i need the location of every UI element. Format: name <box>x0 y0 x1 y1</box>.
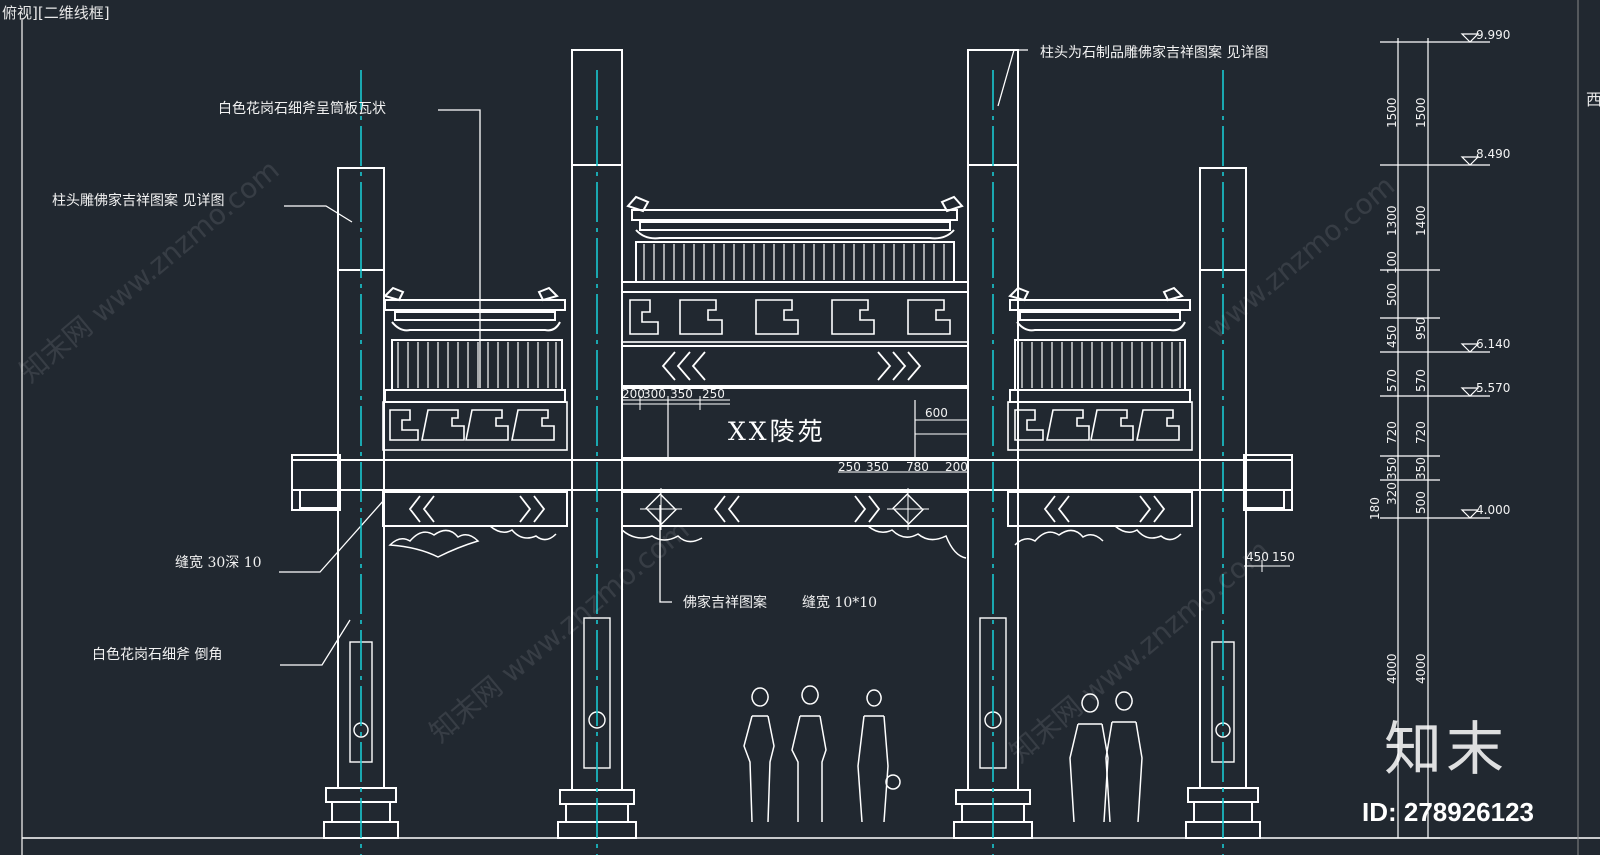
edge-fragment-text: 西 <box>1586 90 1600 109</box>
annotation-buddhist: 佛家吉祥图案 <box>683 595 767 611</box>
vertical-dim-right: 350 <box>1414 457 1428 480</box>
vertical-dim-left: 4000 <box>1385 653 1399 684</box>
annotation-groove-2: 缝宽 10*10 <box>802 595 878 611</box>
elevation-label: 4.000 <box>1476 503 1511 517</box>
right-side-brackets <box>1007 401 1193 451</box>
image-id-label: ID: 278926123 <box>1362 797 1535 827</box>
vertical-dim-right: 1400 <box>1414 205 1428 236</box>
dim-label: 600 <box>925 406 948 420</box>
dim-label: 250 <box>838 460 861 474</box>
dim-label: 780 <box>906 460 929 474</box>
annotation-top-right: 柱头为石制品雕佛家吉祥图案 见详图 <box>1040 45 1269 61</box>
lower-beam <box>382 488 1193 559</box>
vertical-dim-right: 720 <box>1414 421 1428 444</box>
elevation-label: 6.140 <box>1476 337 1511 351</box>
vertical-dim-right: 950 <box>1414 317 1428 340</box>
dim-label: 350 <box>670 387 693 401</box>
dim-label: 250 <box>702 387 725 401</box>
brand-logo: 知末 <box>1384 715 1509 783</box>
vertical-dim-right: 570 <box>1414 369 1428 392</box>
dim-label: 150 <box>1272 550 1295 564</box>
vertical-dim-left: 350 <box>1385 457 1399 480</box>
vertical-dim-left: 450 <box>1385 325 1399 348</box>
dimension-lines <box>622 396 1290 572</box>
vertical-dim-right: 4000 <box>1414 653 1428 684</box>
right-side-roof <box>1008 286 1191 403</box>
viewport-label[interactable]: 俯视][二维线框] <box>2 4 110 22</box>
plaque-title: XX陵苑 <box>728 417 826 446</box>
vertical-dim-left: 720 <box>1385 421 1399 444</box>
vertical-dim-left: 570 <box>1385 369 1399 392</box>
vertical-dim-left: 180 <box>1368 497 1382 520</box>
elevation-label: 9.990 <box>1476 28 1511 42</box>
annotation-pillar-head: 柱头雕佛家吉祥图案 见详图 <box>52 193 225 209</box>
dim-label: 450 <box>1246 550 1269 564</box>
dim-label: 300 <box>643 387 666 401</box>
dim-label: 200 <box>945 460 968 474</box>
vertical-dim-right: 500 <box>1414 491 1428 514</box>
main-beam <box>291 454 1293 511</box>
dim-label: 200 <box>622 387 645 401</box>
annotation-top-left: 白色花岗石细斧呈筒板瓦状 <box>218 101 386 117</box>
center-brackets <box>621 291 969 343</box>
centerlines <box>360 70 1224 855</box>
left-side-brackets <box>382 401 568 451</box>
vertical-dim-left: 320 <box>1385 482 1399 505</box>
left-side-roof <box>383 286 566 403</box>
vertical-dim-left: 1500 <box>1385 97 1399 128</box>
center-upper-beam <box>621 345 969 387</box>
vertical-dim-left: 100 <box>1385 251 1399 274</box>
elevation-label: 5.570 <box>1476 381 1511 395</box>
leader-lines <box>279 49 1028 666</box>
vertical-dim-left: 500 <box>1385 283 1399 306</box>
elevation-label: 8.490 <box>1476 147 1511 161</box>
elevation-dimension-chain <box>1380 33 1490 839</box>
vertical-dim-right: 1500 <box>1414 97 1428 128</box>
scale-figures <box>743 685 1143 823</box>
annotation-granite: 白色花岗石细斧 倒角 <box>92 647 223 663</box>
dim-label: 350 <box>866 460 889 474</box>
annotation-groove: 缝宽 30深 10 <box>175 555 262 571</box>
vertical-dim-left: 1300 <box>1385 205 1399 236</box>
center-roof <box>621 195 969 293</box>
